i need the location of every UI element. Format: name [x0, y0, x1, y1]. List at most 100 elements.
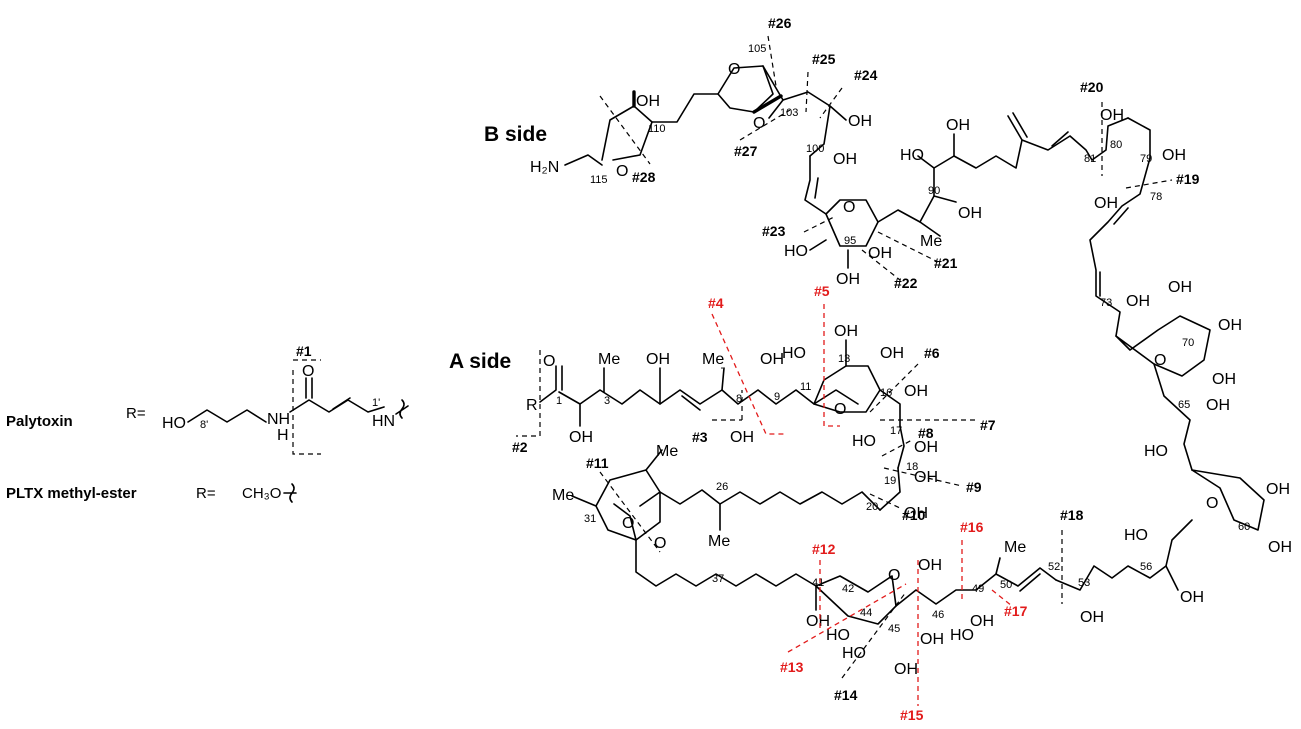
fragment-25: #25 [812, 51, 836, 67]
carbon-number: 37 [712, 573, 724, 585]
hydroxyl: OH [958, 205, 982, 222]
a-side-skeleton: R O 1 OH 3 Me OH Me 8 OH OH 9 O 11 13 OH… [526, 323, 977, 678]
methyl: Me [656, 443, 678, 460]
hydroxyl: OH [1180, 589, 1204, 606]
hydroxyl: OH [646, 351, 670, 368]
palytoxin-r-equals: R= [126, 405, 146, 422]
carbon-number: 115 [590, 174, 608, 186]
carbon-number: 103 [780, 107, 798, 119]
carbon-number: 100 [806, 143, 824, 155]
ring-oxygen: O [843, 199, 855, 216]
side-chain-ho: HO [162, 415, 186, 432]
fragment-23: #23 [762, 223, 786, 239]
side-chain-h: H [277, 427, 289, 444]
fragment-27: #27 [734, 143, 758, 159]
fragment-6: #6 [924, 345, 940, 361]
ring-oxygen: O [1206, 495, 1218, 512]
methyl: Me [1004, 539, 1026, 556]
hydroxyl: HO [784, 243, 808, 260]
fragment-12: #12 [812, 541, 836, 557]
carbon-number: 41 [812, 577, 824, 589]
carbon-number: 20 [866, 501, 878, 513]
carbon-number: 56 [1140, 561, 1152, 573]
hydroxyl: OH [569, 429, 593, 446]
carbon-number: 31 [584, 513, 596, 525]
fragment-8: #8 [918, 425, 934, 441]
side-chain-hn: HN [372, 413, 395, 430]
hydroxyl: OH [1100, 107, 1124, 124]
hydroxyl: OH [970, 613, 994, 630]
carbon-number: 17 [890, 425, 902, 437]
carbon-number: 9 [774, 391, 780, 403]
carbon-number: 80 [1110, 139, 1122, 151]
methoxy-group: CH₃O [242, 485, 281, 502]
ring-oxygen: O [753, 115, 765, 132]
hydroxyl: OH [1094, 195, 1118, 212]
fragment-10: #10 [902, 507, 926, 523]
ring-oxygen: OH [636, 93, 660, 110]
carbon-number: 81 [1084, 153, 1096, 165]
carbon-number: 13 [838, 353, 850, 365]
carbon-number: 95 [844, 235, 856, 247]
fragment-3: #3 [692, 429, 708, 445]
carbon-number: 49 [972, 583, 984, 595]
hydroxyl: HO [900, 147, 924, 164]
terminal-amine: H₂N [530, 159, 559, 176]
hydroxyl: OH [868, 245, 892, 262]
carbon-number: 53 [1078, 577, 1090, 589]
hydroxyl: OH [806, 613, 830, 630]
hydroxyl: OH [1268, 539, 1292, 556]
carbon-number: 44 [860, 607, 872, 619]
hydroxyl: OH [946, 117, 970, 134]
b-side-skeleton: H₂N 115 OH O 110 O O 105 103 OH 100 OH O… [530, 43, 1186, 337]
hydroxyl: HO [1124, 527, 1148, 544]
hydroxyl: OH [918, 557, 942, 574]
methyl-ester-label: PLTX methyl-ester [6, 485, 137, 502]
fragment-14: #14 [834, 687, 858, 703]
palytoxin-label: Palytoxin [6, 413, 73, 430]
methyl: Me [702, 351, 724, 368]
carbonyl-o: O [302, 363, 314, 380]
carbon-number: 3 [604, 395, 610, 407]
hydroxyl: OH [836, 271, 860, 288]
fragment-22: #22 [894, 275, 918, 291]
legend: Palytoxin R= PLTX methyl-ester R= CH₃O H… [6, 343, 409, 503]
hydroxyl: OH [904, 505, 928, 522]
fragment-9: #9 [966, 479, 982, 495]
carbon-number: 19 [884, 475, 896, 487]
hydroxyl: OH [904, 383, 928, 400]
methyl: Me [552, 487, 574, 504]
carbon-number: 65 [1178, 399, 1190, 411]
carbon-number: 60 [1238, 521, 1250, 533]
ring-oxygen: O [1154, 352, 1166, 369]
b-side-label: B side [484, 123, 547, 146]
hydroxyl: OH [920, 631, 944, 648]
carbon-number: 105 [748, 43, 766, 55]
fragment-18: #18 [1060, 507, 1084, 523]
hydroxyl: OH [1162, 147, 1186, 164]
carbon-number: 18 [906, 461, 918, 473]
hydroxyl: OH [848, 113, 872, 130]
methyl-ester-r-equals: R= [196, 485, 216, 502]
hydroxyl: OH [914, 469, 938, 486]
carbon-number: 73 [1100, 297, 1112, 309]
methyl: Me [920, 233, 942, 250]
hydroxyl: HO [826, 627, 850, 644]
carbon-number: 52 [1048, 561, 1060, 573]
hydroxyl: HO [852, 433, 876, 450]
hydroxyl: OH [834, 323, 858, 340]
carbon-number: 8' [200, 419, 208, 431]
fragment-28: #28 [632, 169, 656, 185]
carbon-number: 50 [1000, 579, 1012, 591]
fragment-11: #11 [586, 455, 609, 471]
hydroxyl: OH [1218, 317, 1242, 334]
fragment-24: #24 [854, 67, 878, 83]
ring-oxygen: O [616, 163, 628, 180]
ring-oxygen: O [622, 515, 634, 532]
ring-oxygen: O [654, 535, 666, 552]
hydroxyl: OH [1080, 609, 1104, 626]
hydroxyl: OH [914, 439, 938, 456]
hydroxyl: HO [842, 645, 866, 662]
carbon-number: 70 [1182, 337, 1194, 349]
cleavage-marks: #2 #3 #6 #7 #8 #9 #10 #11 #14 #18 #19 #2… [512, 15, 1200, 723]
